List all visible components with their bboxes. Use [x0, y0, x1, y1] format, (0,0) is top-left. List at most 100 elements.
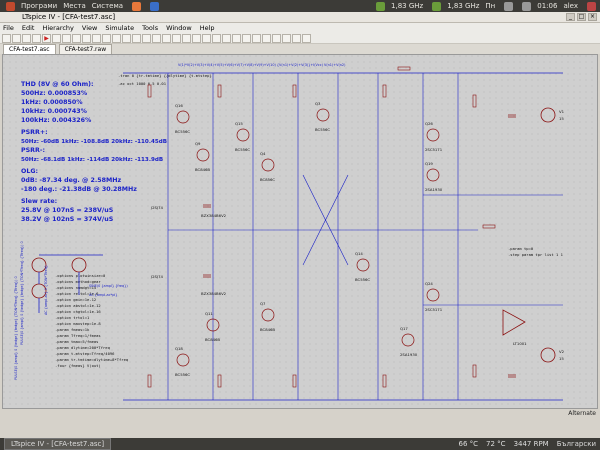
- tile-icon[interactable]: [112, 33, 121, 43]
- schematic-canvas[interactable]: V(1)*V(2)+V(3)+V(4)+V(5)+V(6)+V(7)+V(8)+…: [2, 54, 598, 409]
- zoom-in-icon[interactable]: [72, 33, 81, 43]
- resistor[interactable]: [292, 374, 297, 388]
- transistor-q18-symbol[interactable]: [176, 353, 190, 367]
- zoom-fit-icon[interactable]: [92, 33, 101, 43]
- mirror-icon[interactable]: [282, 33, 291, 43]
- menu-places[interactable]: Места: [63, 2, 86, 10]
- transistor-q7-symbol[interactable]: [261, 308, 275, 322]
- resistor[interactable]: [382, 374, 387, 388]
- help-icon[interactable]: [150, 1, 160, 11]
- psrr-plus-title: PSRR+:: [21, 129, 48, 136]
- component-icon[interactable]: [222, 33, 231, 43]
- transistor-q19-symbol[interactable]: [426, 168, 440, 182]
- transistor-q14-symbol[interactable]: [356, 258, 370, 272]
- pan-icon[interactable]: [62, 33, 71, 43]
- supply-v1-symbol[interactable]: [540, 107, 556, 123]
- menu-simulate[interactable]: Simulate: [105, 24, 135, 32]
- maximize-button[interactable]: □: [577, 13, 586, 21]
- ubuntu-logo-icon: [6, 1, 15, 11]
- resistor[interactable]: [217, 84, 222, 98]
- save-icon[interactable]: [22, 33, 31, 43]
- transistor-q4-symbol[interactable]: [261, 158, 275, 172]
- control-panel-icon[interactable]: [142, 33, 151, 43]
- undo-icon[interactable]: [252, 33, 261, 43]
- supply-sources[interactable]: V1 15 V2 15: [540, 107, 565, 363]
- power-icon[interactable]: [587, 1, 596, 11]
- ground-icon[interactable]: [162, 33, 171, 43]
- rotate-icon[interactable]: [272, 33, 281, 43]
- close-window-icon[interactable]: [132, 33, 141, 43]
- opamp-symbol[interactable]: [502, 309, 526, 336]
- transistor-q16-symbol[interactable]: [176, 110, 190, 124]
- drag-icon[interactable]: [242, 33, 251, 43]
- menu-help[interactable]: Help: [199, 24, 215, 32]
- diode-icon[interactable]: [212, 33, 221, 43]
- option-line: .options method=gear: [55, 279, 101, 284]
- autoscale-icon[interactable]: [102, 33, 111, 43]
- keyboard-layout[interactable]: Български: [556, 440, 596, 448]
- psrr-plus: 50Hz: -60dB 1kHz: -108.8dB 20kHz: -110.4…: [21, 139, 167, 145]
- redo-icon[interactable]: [262, 33, 271, 43]
- wire-icon[interactable]: [152, 33, 161, 43]
- resistor[interactable]: [472, 364, 477, 378]
- q-top-row[interactable]: Q16 BC556C Q15 BC556C Q9 BC846B Q4 BC856…: [175, 101, 443, 192]
- menu-edit[interactable]: Edit: [21, 24, 35, 32]
- close-button[interactable]: ×: [588, 13, 597, 21]
- username[interactable]: alex: [563, 2, 578, 10]
- minimize-button[interactable]: _: [566, 13, 575, 21]
- menu-file[interactable]: File: [3, 24, 14, 32]
- settings-icon[interactable]: [32, 33, 41, 43]
- run-icon[interactable]: ▶: [42, 33, 51, 43]
- transistor-q24-symbol[interactable]: [426, 288, 440, 302]
- transistor-q11-symbol[interactable]: [206, 318, 220, 332]
- resistor-symbols[interactable]: [147, 66, 496, 388]
- inductor-icon[interactable]: [202, 33, 211, 43]
- resistor[interactable]: [382, 84, 387, 98]
- psrr-minus-title: PSRR-:: [21, 147, 45, 154]
- text-icon[interactable]: [292, 33, 301, 43]
- capacitor-icon[interactable]: [192, 33, 201, 43]
- menu-window[interactable]: Window: [166, 24, 192, 32]
- supply-v2-symbol[interactable]: [540, 347, 556, 363]
- resistor[interactable]: [292, 84, 297, 98]
- halt-icon[interactable]: [52, 33, 61, 43]
- move-icon[interactable]: [232, 33, 241, 43]
- transistor-q9-symbol[interactable]: [196, 148, 210, 162]
- volume-icon[interactable]: [522, 1, 532, 11]
- taskbar-ltspice-button[interactable]: LTspice IV - [CFA-test7.asc]: [4, 438, 112, 450]
- resistor[interactable]: [147, 374, 152, 388]
- resistor[interactable]: [482, 224, 496, 229]
- input-sources[interactable]: SINE(0 {ampl} {freq}) AC {ampl-ac*pi} PU…: [14, 241, 128, 380]
- resistor[interactable]: [397, 66, 411, 71]
- transistor-q15-symbol[interactable]: [236, 128, 250, 142]
- resistor-icon[interactable]: [182, 33, 191, 43]
- temperature-1: 66 °C: [458, 440, 479, 448]
- open-file-icon[interactable]: [12, 33, 21, 43]
- menu-system[interactable]: Система: [91, 2, 124, 10]
- tab-schematic[interactable]: CFA-test7.asc: [3, 44, 56, 54]
- tab-raw[interactable]: CFA-test7.raw: [58, 44, 113, 54]
- new-schematic-icon[interactable]: [2, 33, 11, 43]
- clock[interactable]: 01:06: [537, 2, 558, 10]
- spice-directive-icon[interactable]: [302, 33, 311, 43]
- menu-tools[interactable]: Tools: [142, 24, 159, 32]
- resistor[interactable]: [147, 84, 152, 98]
- resistor[interactable]: [472, 94, 477, 108]
- zoom-out-icon[interactable]: [82, 33, 91, 43]
- q9-type: BC846B: [195, 167, 210, 172]
- menu-programs[interactable]: Програми: [21, 2, 58, 10]
- cascade-icon[interactable]: [122, 33, 131, 43]
- network-icon[interactable]: [504, 1, 514, 11]
- transistor-q17-symbol[interactable]: [401, 333, 415, 347]
- capacitor-symbols[interactable]: [203, 114, 516, 378]
- menu-view[interactable]: View: [81, 24, 98, 32]
- q-bottom-row[interactable]: Q18 BC556C Q11 BC846B Q7 BC846B Q14 BC55…: [175, 251, 443, 377]
- resistor[interactable]: [217, 374, 222, 388]
- opamp-u1[interactable]: LT1001: [502, 309, 527, 346]
- label-net-icon[interactable]: [172, 33, 181, 43]
- transistor-q26-symbol[interactable]: [426, 128, 440, 142]
- firefox-icon[interactable]: [132, 1, 142, 11]
- window-titlebar[interactable]: LTspice IV - [CFA-test7.asc] _ □ ×: [0, 12, 600, 23]
- menu-hierarchy[interactable]: Hierarchy: [42, 24, 74, 32]
- transistor-q3-symbol[interactable]: [316, 108, 330, 122]
